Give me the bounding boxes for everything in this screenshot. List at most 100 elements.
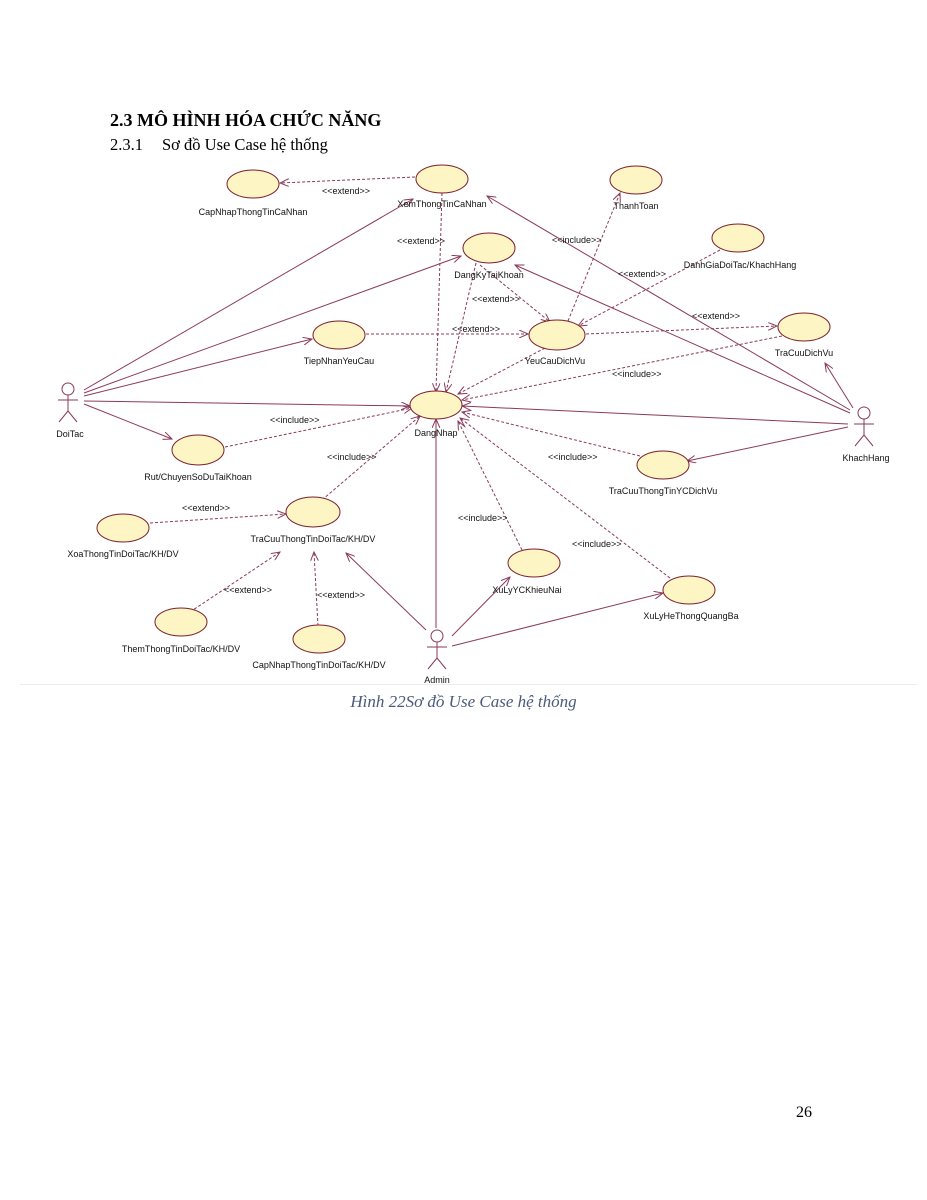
label-include-thanhtoan: <<include>> (552, 235, 602, 245)
dependencies (149, 176, 783, 627)
label-include-xulyqb: <<include>> (572, 539, 622, 549)
actor-label-admin: Admin (424, 675, 450, 685)
uc-tiepnhanyeucau (312, 320, 366, 350)
label-include-tracuudv: <<include>> (612, 369, 662, 379)
uc-label-xulyyckhieunai: XuLyYCKhieuNai (492, 585, 561, 595)
uc-label-dangkytaikhoan: DangKyTaiKhoan (454, 270, 524, 280)
label-extend-capnhapdt: <<extend>> (317, 590, 365, 600)
uc-label-danhgiadoitackhachhang: DanhGiaDoiTac/KhachHang (684, 260, 797, 270)
assoc-doitac-dangnhap (83, 400, 410, 406)
uc-themthongtindoitac (154, 607, 208, 637)
assoc-admin-xulyqb (451, 593, 663, 647)
dep-yeucau-dangnhap (458, 347, 546, 394)
dep-dangky-dangnhap (446, 262, 477, 392)
uc-label-tiepnhanyeucau: TiepNhanYeuCau (304, 356, 374, 366)
uc-label-tracuuthongtindoitac: TraCuuThongTinDoiTac/KH/DV (251, 534, 376, 544)
uc-yeucaudichvu (528, 319, 586, 351)
label-include-rut: <<include>> (270, 415, 320, 425)
uc-label-tracuuthongtinycdichvu: TraCuuThongTinYCDichVu (609, 486, 718, 496)
label-extend-tracuudv: <<extend>> (692, 311, 740, 321)
assoc-khachhang-dangky (515, 265, 851, 414)
subsection-heading: 2.3.1 Sơ đồ Use Case hệ thống (110, 135, 328, 155)
actor-khachhang (854, 406, 874, 447)
dep-xulyqb-dangnhap (460, 418, 671, 579)
assoc-khachhang-tracuuyc (687, 426, 849, 461)
uc-dangkytaikhoan (462, 232, 516, 264)
dep-xem-capnhap (280, 176, 416, 183)
uc-label-capnhapthongtindoitac: CapNhapThongTinDoiTac/KH/DV (252, 660, 385, 670)
label-extend-them: <<extend>> (224, 585, 272, 595)
label-extend-capnhap: <<extend>> (322, 186, 370, 196)
figure-caption: Hình 22Sơ đồ Use Case hệ thống (350, 692, 577, 711)
uc-capnhapthongtincanhan (226, 169, 280, 199)
uc-xoathongtindoitac (96, 513, 150, 543)
uc-label-dangnhap: DangNhap (414, 428, 457, 438)
uc-label-themthongtindoitac: ThemThongTinDoiTac/KH/DV (122, 644, 240, 654)
uc-capnhapthongtindoitac (292, 624, 346, 654)
figure-separator (20, 684, 917, 685)
assoc-admin-tracuudt (346, 553, 427, 631)
dep-tracuudt-dangnhap (321, 416, 420, 501)
uc-label-xemthongtincanhan: XemThongTinCaNhan (397, 199, 486, 209)
dep-xoa-tracuudt (149, 514, 286, 524)
dep-them-tracuudt (189, 552, 280, 613)
uc-label-xoathongtindoitac: XoaThongTinDoiTac/KH/DV (67, 549, 178, 559)
uc-label-xulyhethongquangba: XuLyHeThongQuangBa (643, 611, 738, 621)
dep-tracuudv-dangnhap (462, 335, 783, 400)
dep-capnhap-tracuudt (314, 552, 319, 627)
actor-label-khachhang: KhachHang (842, 453, 889, 463)
assoc-doitac-tiepnhan (83, 339, 312, 397)
assoc-khachhang-xemttcn (487, 196, 851, 411)
label-extend-dangky: <<extend>> (472, 294, 520, 304)
uc-label-rutchuyensodutaikhoan: Rut/ChuyenSoDuTaiKhoan (144, 472, 252, 482)
assoc-khachhang-dangnhap (462, 406, 849, 425)
subsection-title: Sơ đồ Use Case hệ thống (162, 135, 328, 154)
dep-xem-dangnhap (436, 192, 443, 392)
uc-label-thanhtoan: ThanhToan (613, 201, 658, 211)
actor-admin-head (430, 629, 444, 643)
uc-xemthongtincanhan (415, 164, 469, 194)
relation-labels: <<extend>> <<extend>> <<include>> <<exte… (182, 186, 740, 600)
assoc-doitac-xemttcn (83, 199, 413, 391)
uc-label-tracuudichvu: TraCuuDichVu (775, 348, 833, 358)
actor-khachhang-head (857, 406, 871, 420)
dep-tracuuyc-dangnhap (462, 412, 641, 457)
label-extend-danhgia: <<extend>> (618, 269, 666, 279)
dep-yeucau-tracuudv (585, 326, 777, 335)
assoc-admin-xulykn (451, 577, 510, 637)
assoc-doitac-dangky (83, 256, 461, 394)
label-extend-dangnhap-clipped: <<extend>> (397, 236, 445, 246)
use-case-ellipses (96, 164, 831, 654)
label-include-tracuuyc: <<include>> (548, 452, 598, 462)
uc-tracuudichvu (777, 312, 831, 342)
uc-tracuuthongtinycdichvu (636, 450, 690, 480)
page-number: 26 (796, 1104, 812, 1121)
label-include-tracuudt: <<include>> (327, 452, 377, 462)
actor-doitac (58, 382, 78, 423)
dep-danhgia-yeucau (578, 249, 721, 326)
uc-rutchuyensodutaikhoan (171, 434, 225, 466)
associations (83, 196, 854, 647)
uc-tracuuthongtindoitac (285, 496, 341, 528)
uc-danhgiadoitackhachhang (711, 223, 765, 253)
use-case-diagram: <<extend>> <<extend>> <<include>> <<exte… (56, 164, 890, 685)
assoc-khachhang-tracuudv (825, 363, 854, 409)
dep-rut-dangnhap (224, 408, 412, 448)
label-extend-tiepnhan: <<extend>> (452, 324, 500, 334)
uc-xulyyckhieunai (507, 548, 561, 578)
actor-admin (427, 629, 447, 670)
dep-dangky-yeucau (479, 264, 550, 322)
uc-label-yeucaudichvu: YeuCauDichVu (525, 356, 585, 366)
uc-xulyhethongquangba (662, 575, 716, 605)
subsection-number: 2.3.1 (110, 135, 143, 154)
label-extend-xoa: <<extend>> (182, 503, 230, 513)
actor-label-doitac: DoiTac (56, 429, 84, 439)
use-case-labels: CapNhapThongTinCaNhan XemThongTinCaNhan … (67, 199, 833, 670)
label-include-xulykn: <<include>> (458, 513, 508, 523)
actor-doitac-head (61, 382, 75, 396)
uc-label-capnhapthongtincanhan: CapNhapThongTinCaNhan (199, 207, 308, 217)
uc-dangnhap (409, 390, 463, 420)
dep-xulykn-dangnhap (458, 421, 523, 551)
assoc-doitac-rut (83, 403, 172, 439)
dep-yeucau-thanhtoan (567, 193, 620, 322)
